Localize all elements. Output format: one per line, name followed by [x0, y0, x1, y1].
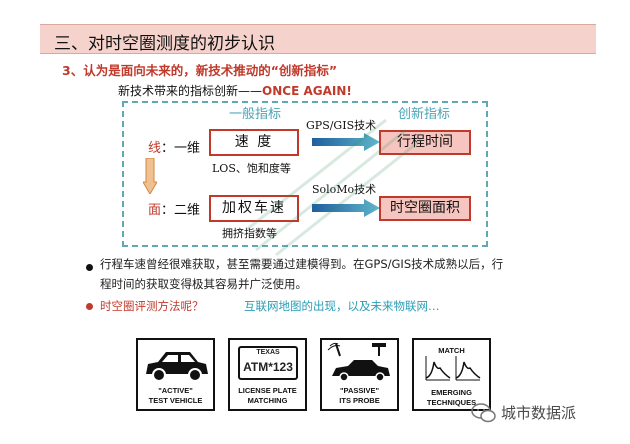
bullet-line-2: 程时间的获取变得极其容易并广泛使用。	[100, 277, 307, 291]
match-curves-icon	[425, 356, 481, 381]
bullet-paragraph: 行程车速曾经很难获取，甚至需要通过建模得到。在GPS/GIS技术成熟以后，行 程…	[100, 254, 503, 294]
row1-arrow-icon	[312, 133, 380, 151]
row1-tech: GPS/GIS技术	[306, 119, 377, 132]
row2-note: 拥挤指数等	[222, 227, 277, 240]
row2-label-suffix: ：二维	[161, 203, 201, 218]
new-indicator-header: 创新指标	[398, 107, 451, 122]
card2-caption1: LICENSE PLATE	[238, 386, 297, 395]
intro-text: 新技术带来的指标创新——	[118, 84, 263, 98]
question-dot-icon	[86, 303, 93, 310]
row1-note: LOS、饱和度等	[212, 162, 291, 175]
row1-label: 线：一维	[148, 137, 200, 156]
account-watermark: 城市数据派	[455, 392, 625, 432]
card4-title: MATCH	[438, 346, 465, 355]
question-text: 时空圈评测方法呢？	[100, 299, 204, 313]
intro-line: 新技术带来的指标创新——ONCE AGAIN!	[118, 82, 352, 99]
row1-label-suffix: ：一维	[161, 141, 201, 156]
row2-label: 面：二维	[148, 199, 200, 218]
old-indicator-header: 一般指标	[229, 107, 282, 122]
card3-caption1: "PASSIVE"	[339, 386, 380, 395]
row2-label-prefix: 面	[148, 203, 162, 218]
bullet-dot-icon	[86, 264, 93, 271]
section-header: 三、对时空圈测度的初步认识	[40, 24, 596, 54]
section-title: 三、对时空圈测度的初步认识	[54, 34, 275, 54]
plate-number: ATM*123	[243, 360, 293, 374]
card4-caption2: TECHNIQUES	[426, 398, 477, 407]
dimension-down-arrow-icon	[143, 158, 157, 194]
indicator-diagram-frame	[122, 101, 488, 247]
bullet-line-1: 行程车速曾经很难获取，甚至需要通过建模得到。在GPS/GIS技术成熟以后，行	[100, 257, 504, 271]
row1-label-prefix: 线	[148, 141, 162, 156]
new-indicator-spacetime-area: 时空圈面积	[379, 196, 471, 221]
plate-state: TEXAS	[256, 349, 280, 356]
card-active-test-vehicle: "ACTIVE" TEST VEHICLE	[136, 338, 215, 411]
probe-car-icon	[327, 342, 390, 382]
car-icon	[146, 352, 208, 382]
card4-caption1: EMERGING	[431, 388, 472, 397]
wechat-icon	[471, 403, 496, 423]
subheading: 3、认为是面向未来的，新技术推动的“创新指标”	[62, 63, 338, 78]
license-plate-icon: TEXAS ATM*123	[238, 346, 298, 380]
row2-arrow-icon	[312, 199, 380, 217]
old-indicator-weighted-speed: 加权车速	[209, 195, 299, 222]
card3-caption2: ITS PROBE	[339, 396, 380, 405]
card1-caption2: TEST VEHICLE	[148, 396, 203, 405]
card1-caption1: "ACTIVE"	[158, 386, 193, 395]
old-indicator-speed: 速 度	[209, 129, 299, 156]
card-passive-its-probe: "PASSIVE" ITS PROBE	[320, 338, 399, 411]
card2-caption2: MATCHING	[247, 396, 288, 405]
question-answer: 互联网地图的出现，以及未来物联网…	[244, 299, 440, 313]
row2-tech: SoloMo技术	[312, 183, 377, 196]
card-license-plate: TEXAS ATM*123 LICENSE PLATE MATCHING	[228, 338, 307, 411]
card-emerging-techniques: MATCH EMERGING TECHNIQUES	[412, 338, 491, 411]
account-name: 城市数据派	[501, 404, 577, 422]
new-indicator-travel-time: 行程时间	[379, 130, 471, 155]
intro-accent: ONCE AGAIN!	[262, 84, 352, 98]
